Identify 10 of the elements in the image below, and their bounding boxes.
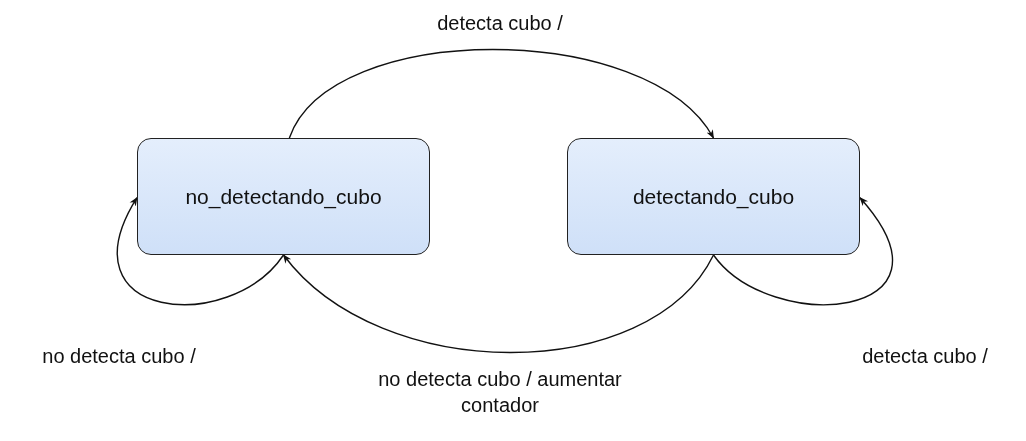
arrow	[116, 196, 285, 306]
state-box: no_detectando_cubo	[137, 138, 430, 255]
arrow	[712, 196, 893, 306]
arrow	[282, 254, 715, 354]
edge-label: detecta cubo /	[436, 11, 564, 36]
state-box: detectando_cubo	[567, 138, 860, 255]
edge-label: detecta cubo /	[861, 344, 989, 369]
arrow	[288, 48, 715, 139]
edge-label: no detecta cubo / aumentar contador	[377, 367, 623, 418]
edge-label: no detecta cubo /	[41, 344, 197, 369]
